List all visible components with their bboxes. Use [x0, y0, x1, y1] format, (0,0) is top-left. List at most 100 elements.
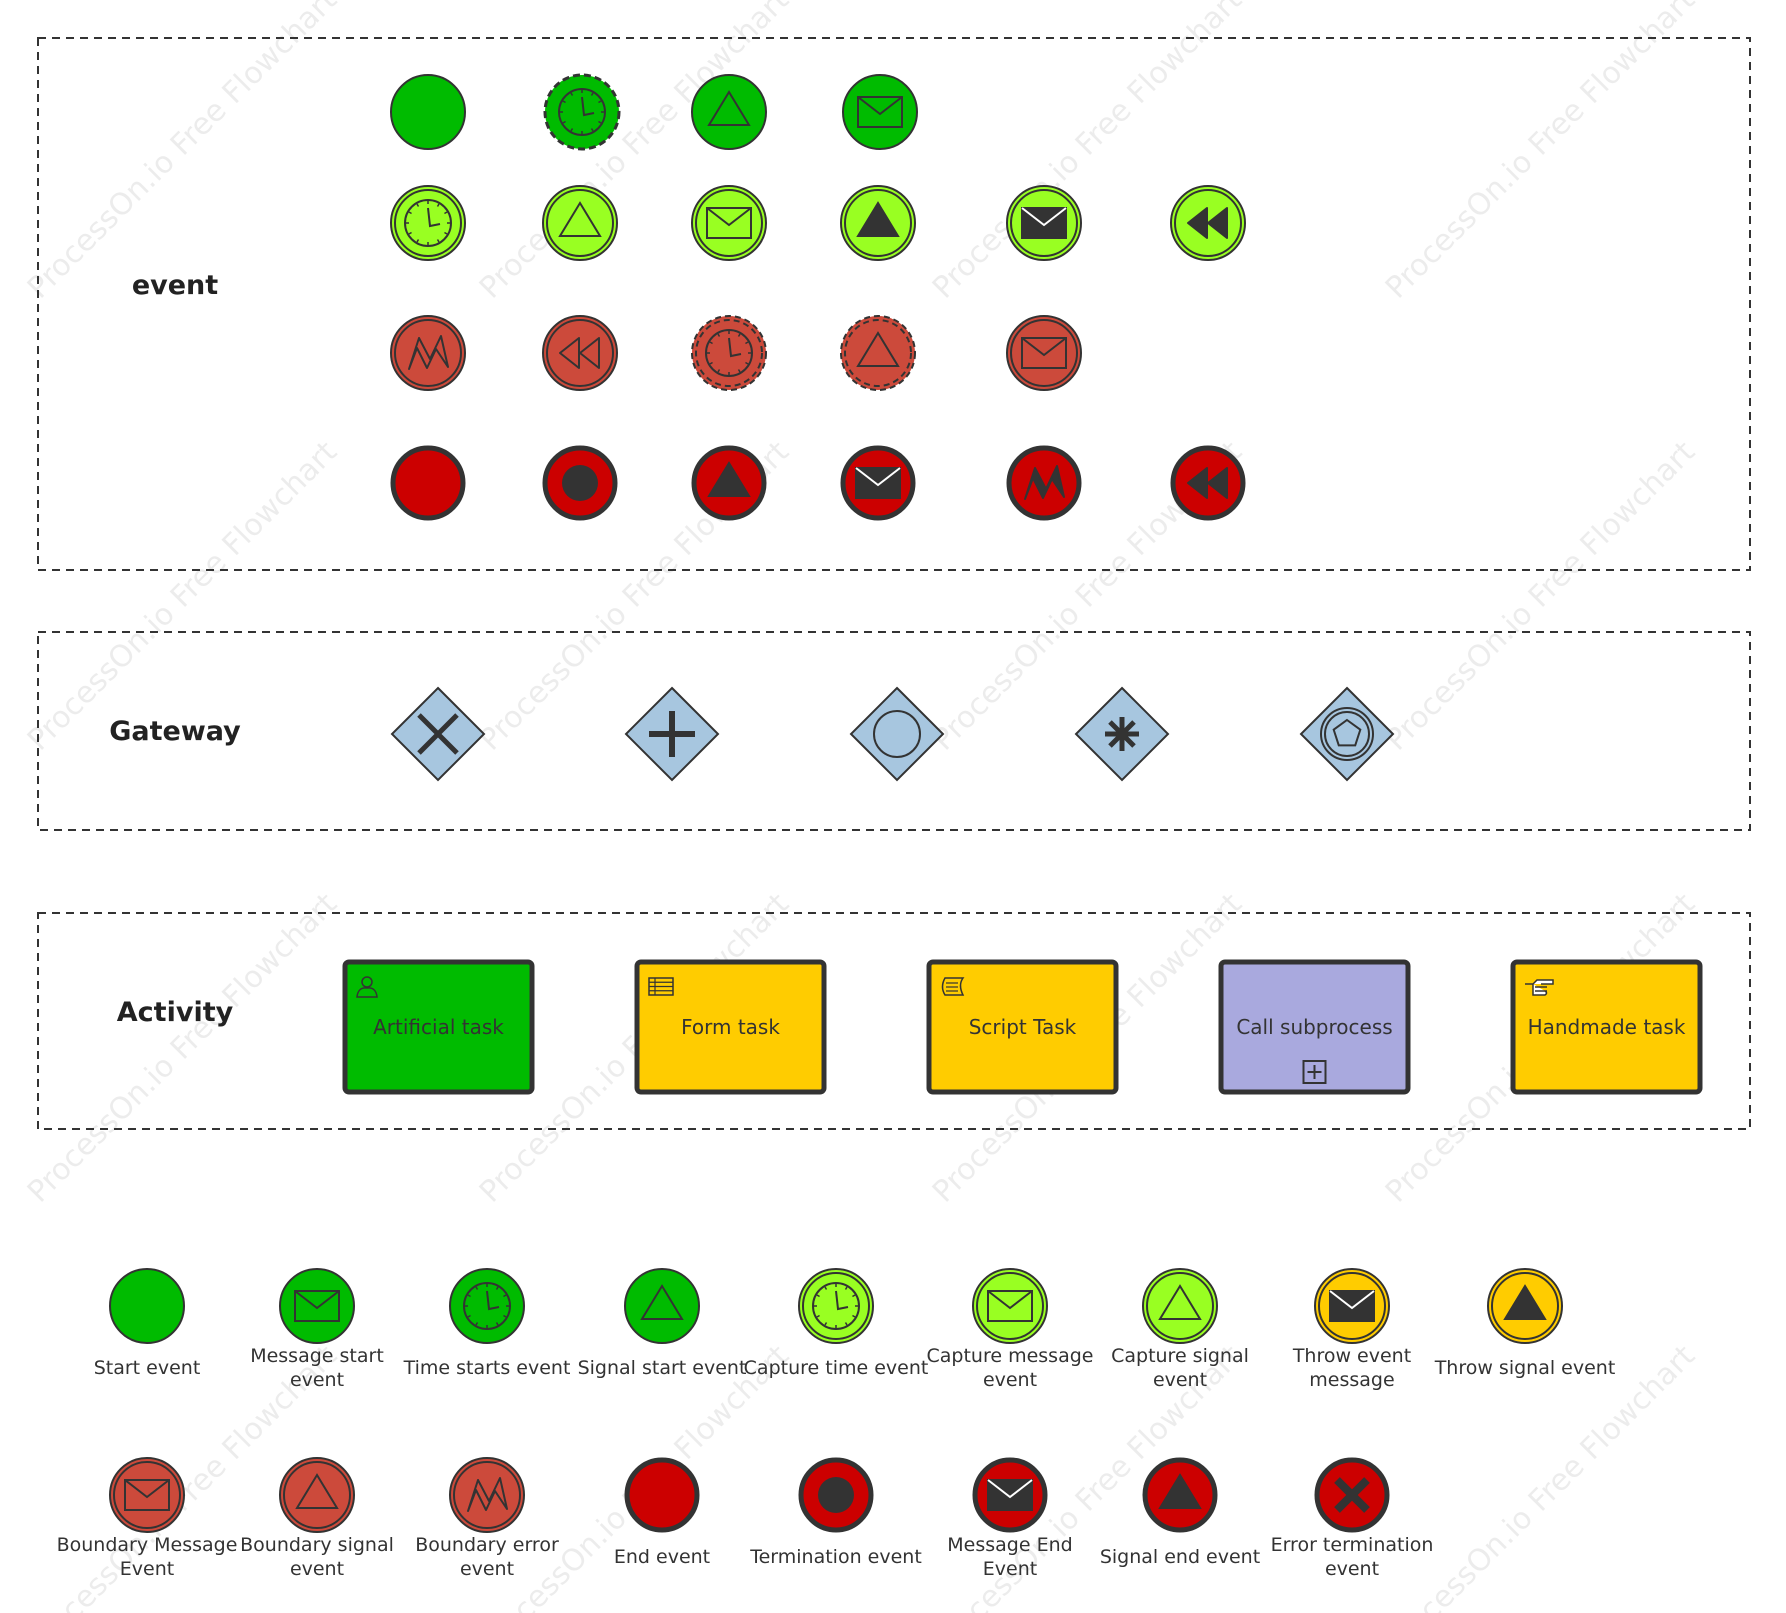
event-circle	[691, 74, 767, 150]
event-circle	[1006, 315, 1082, 391]
legend-label: Error termination	[1271, 1534, 1434, 1556]
legend-label: event	[290, 1558, 344, 1580]
legend-label: Boundary Message	[57, 1534, 238, 1556]
clock-tick	[495, 1286, 499, 1290]
activity-label: Form task	[681, 1015, 780, 1039]
legend-icon-envelope	[972, 1268, 1048, 1344]
legend-icon-triangle-filled	[1142, 1457, 1218, 1533]
legend-item: Termination event	[749, 1457, 922, 1568]
clock-icon	[463, 1282, 511, 1330]
legend-label: event	[290, 1369, 344, 1391]
event-clock-lime	[390, 185, 466, 261]
event-circle	[449, 1268, 525, 1344]
event-circle	[543, 73, 621, 151]
clock-tick	[816, 1314, 820, 1318]
activity-form-task: Form task	[634, 959, 827, 1095]
pentagon-icon	[1320, 707, 1374, 761]
activity-label: Artificial task	[373, 1015, 504, 1039]
clock-icon	[404, 199, 452, 247]
triangle-icon	[707, 90, 751, 126]
event-triangle-lime	[542, 185, 618, 261]
filled-triangle-icon	[1158, 1473, 1202, 1509]
event-circle	[390, 445, 466, 521]
envelope-flap	[855, 467, 901, 487]
clock-tick	[503, 1294, 507, 1298]
event-circle	[390, 315, 466, 391]
legend-icon-triangle	[1142, 1268, 1218, 1344]
envelope-flap	[1329, 1290, 1375, 1310]
event-circle	[842, 74, 918, 150]
event-circle	[691, 315, 767, 391]
event-envelope-coral	[1006, 315, 1082, 391]
event-circle	[624, 1268, 700, 1344]
event-circle	[109, 1268, 185, 1344]
clock-tick	[503, 1314, 507, 1318]
event-inner-ring	[394, 319, 462, 387]
activity-box	[1218, 959, 1411, 1095]
legend-icon-triangle	[279, 1457, 355, 1533]
triangle-icon	[295, 1473, 339, 1509]
legend-item: Signal start event	[578, 1268, 747, 1379]
envelope-icon	[857, 96, 903, 128]
parallel-gateway	[624, 686, 720, 782]
dot-icon	[562, 465, 598, 501]
event-inner-ring	[695, 319, 763, 387]
event-grid	[390, 73, 1246, 521]
clock-tick	[444, 231, 448, 235]
clock-tick	[717, 369, 721, 373]
legend-icon-triangle-filled	[1487, 1268, 1563, 1344]
triangle-icon	[1158, 1284, 1202, 1320]
legend-label: Time starts event	[403, 1357, 571, 1379]
event-clock-green	[543, 73, 621, 151]
legend-icon-envelope	[109, 1457, 185, 1533]
envelope-flap	[987, 1290, 1033, 1310]
event-section-box	[37, 37, 1751, 571]
watermark-text: ProcessOn.io Free Flowchart	[1379, 0, 1702, 306]
event-circle	[1142, 1268, 1218, 1344]
clock-tick	[467, 1294, 471, 1298]
event-envelope-green	[842, 74, 918, 150]
legend-icon-lightning	[449, 1457, 525, 1533]
legend-label: Signal start event	[578, 1357, 747, 1379]
legend-icon-plain	[624, 1457, 700, 1533]
legend-label: Signal end event	[1100, 1546, 1260, 1568]
legend-item: Time starts event	[403, 1268, 571, 1379]
legend-label: event	[1325, 1558, 1379, 1580]
rewind-icon-part	[1207, 467, 1228, 499]
clock-tick	[717, 333, 721, 337]
gateway-section-label: Gateway	[109, 716, 241, 747]
event-triangle-filled-lime	[840, 185, 916, 261]
script-icon	[941, 977, 965, 996]
x-icon-stroke	[1334, 1477, 1370, 1513]
legend-icon-clock	[449, 1268, 525, 1344]
legend-icon-envelope	[279, 1268, 355, 1344]
envelope-flap	[294, 1290, 340, 1310]
envelope-flap	[1021, 207, 1067, 227]
legend-icon-plain	[109, 1268, 185, 1344]
legend-item: Start event	[94, 1268, 201, 1379]
legend-label: Start event	[94, 1357, 201, 1379]
activity-box	[634, 959, 827, 1095]
event-circle	[840, 315, 916, 391]
legend-label: event	[460, 1558, 514, 1580]
clock-tick	[745, 361, 749, 365]
event-rewind-filled-red	[1170, 445, 1246, 521]
gateway-diamond	[1299, 686, 1395, 782]
triangle-icon	[640, 1284, 684, 1320]
watermark-text: ProcessOn.io Free Flowchart	[473, 0, 796, 306]
clock-tick	[436, 203, 440, 207]
activity-call-subprocess: Call subprocess	[1218, 959, 1411, 1095]
legend-icon-dot	[798, 1457, 874, 1533]
legend-label: Throw event	[1292, 1345, 1411, 1367]
clock-tick	[562, 120, 566, 124]
activity-box	[342, 959, 535, 1095]
event-inner-ring	[1318, 1272, 1386, 1340]
legend-label: Capture time event	[744, 1357, 929, 1379]
legend-icon-envelope-filled	[1314, 1268, 1390, 1344]
activity-section-box	[37, 912, 1751, 1130]
